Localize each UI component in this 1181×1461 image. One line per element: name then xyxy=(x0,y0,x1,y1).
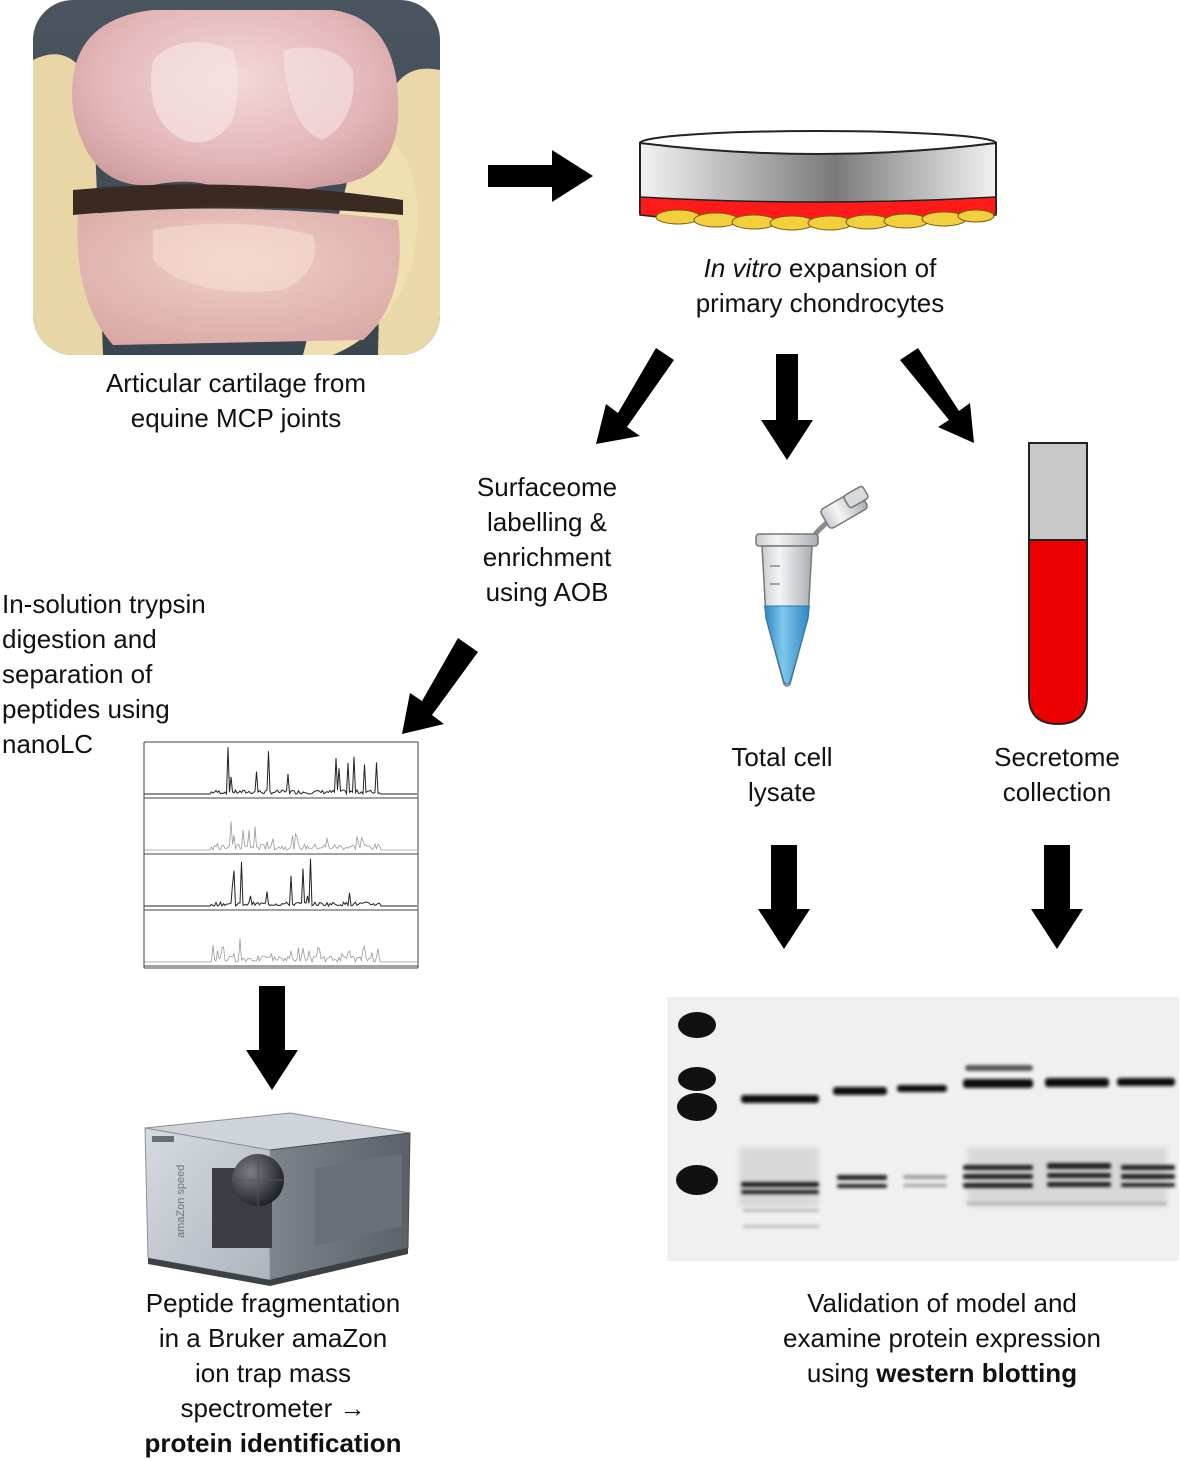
secretome-caption-line1: Secretome xyxy=(994,742,1120,772)
expansion-caption-line1: In vitro expansion of xyxy=(640,251,1000,286)
surfaceome-caption-line3: enrichment xyxy=(482,542,612,572)
arrow-down-left-icon xyxy=(402,638,478,734)
arrow-down-icon xyxy=(758,845,810,949)
validation-caption-bold: western blotting xyxy=(876,1358,1078,1388)
arrow-down-left-icon xyxy=(596,348,674,444)
surfaceome-caption-line2: labelling & xyxy=(487,507,607,537)
cartilage-caption-line1: Articular cartilage from xyxy=(105,368,367,398)
digestion-caption-line2: digestion and xyxy=(2,624,157,654)
digestion-caption: In-solution trypsin digestion and separa… xyxy=(2,587,262,762)
secretome-caption-line2: collection xyxy=(1002,777,1112,807)
validation-caption-line3: using western blotting xyxy=(745,1356,1139,1391)
chromatogram-trace xyxy=(144,747,417,796)
digestion-caption-line4: peptides using xyxy=(2,694,170,724)
arrow-down-icon xyxy=(761,354,813,460)
fragmentation-caption-line4: spectrometer → xyxy=(180,1393,366,1423)
fragmentation-caption-line1: Peptide fragmentation xyxy=(145,1288,401,1318)
secretome-caption: Secretome collection xyxy=(968,740,1146,810)
digestion-caption-line3: separation of xyxy=(2,659,153,689)
microcentrifuge-tube-icon xyxy=(755,485,869,687)
fragmentation-caption-line5: protein identification xyxy=(110,1426,436,1461)
surfaceome-caption-line1: Surfaceome xyxy=(476,472,618,502)
arrow-down-icon xyxy=(246,986,298,1090)
digestion-caption-line1: In-solution trypsin xyxy=(2,589,206,619)
instrument-brand-label: amaZon speed xyxy=(175,1165,187,1238)
fragmentation-caption-line2: in a Bruker amaZon xyxy=(158,1323,388,1353)
expansion-caption-italic: In vitro xyxy=(703,253,782,283)
cartilage-caption: Articular cartilage from equine MCP join… xyxy=(60,366,412,436)
chromatogram-trace xyxy=(144,858,417,908)
lysate-caption: Total cell lysate xyxy=(702,740,862,810)
lysate-caption-line1: Total cell xyxy=(731,742,833,772)
fragmentation-caption-bold: protein identification xyxy=(144,1428,402,1458)
cartilage-caption-line2: equine MCP joints xyxy=(130,403,342,433)
validation-caption-line1: Validation of model and xyxy=(807,1288,1077,1318)
arrow-right-icon xyxy=(488,150,593,202)
surfaceome-caption-line4: using AOB xyxy=(485,577,609,607)
expansion-caption: In vitro expansion of primary chondrocyt… xyxy=(640,251,1000,321)
petri-dish-icon xyxy=(639,130,997,231)
fragmentation-caption-line3: ion trap mass xyxy=(194,1358,352,1388)
validation-caption-pre: using xyxy=(806,1358,877,1388)
chromatogram-traces xyxy=(144,747,418,967)
secretome-tube-icon xyxy=(1028,442,1088,726)
arrow-down-right-icon xyxy=(900,348,974,443)
chromatogram-trace xyxy=(144,821,417,851)
surfaceome-caption: Surfaceome labelling & enrichment using … xyxy=(447,470,647,610)
lysate-caption-line2: lysate xyxy=(748,777,816,807)
expansion-caption-rest: expansion of xyxy=(781,253,937,283)
chromatogram-trace xyxy=(144,938,417,964)
expansion-caption-line2: primary chondrocytes xyxy=(695,288,945,318)
cartilage-photo xyxy=(33,0,440,355)
western-blot-image xyxy=(667,997,1179,1261)
validation-caption-line2: examine protein expression xyxy=(783,1323,1101,1353)
validation-caption: Validation of model and examine protein … xyxy=(745,1286,1139,1391)
mass-spectrometer-image: amaZon speed xyxy=(144,1112,411,1286)
digestion-caption-line5: nanoLC xyxy=(2,729,94,759)
arrow-down-icon xyxy=(1031,845,1083,949)
chromatogram-panel xyxy=(143,741,419,969)
fragmentation-caption: Peptide fragmentation in a Bruker amaZon… xyxy=(110,1286,436,1461)
